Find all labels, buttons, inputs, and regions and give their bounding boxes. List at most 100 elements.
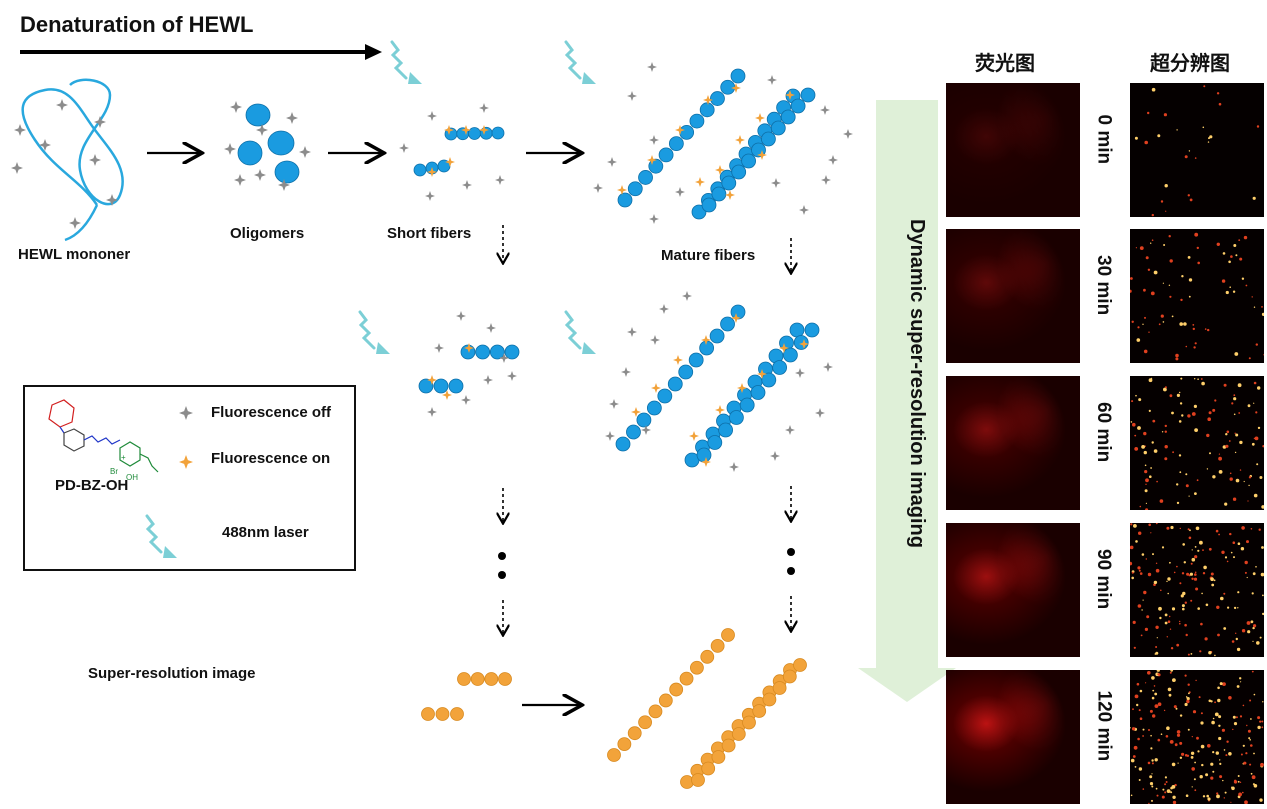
fluorescence-panel [946,376,1080,510]
sr-localization [1219,775,1223,779]
sr-localization [1180,298,1183,302]
sr-bead [710,639,725,653]
sr-localization [1247,729,1251,733]
sr-localization [1178,454,1182,457]
sr-localization [1236,685,1240,688]
sr-localization [1172,795,1176,799]
star-off-icon [828,155,838,165]
sr-localization [1194,573,1197,576]
fiber-bead [638,170,653,185]
star-off-icon [647,62,657,72]
star-on-icon [675,125,685,135]
fiber-bead [804,322,820,338]
laser-icon [564,310,582,350]
star-off-icon [94,116,106,128]
sr-localization [1207,417,1211,421]
oligomer [245,103,271,127]
sr-bead [690,660,704,675]
sr-localization [1213,579,1216,582]
sr-localization [1259,720,1262,723]
sr-localization [1185,473,1188,476]
sr-localization [1176,730,1181,734]
sr-localization [1239,781,1242,783]
sr-localization [1139,505,1142,508]
sr-localization [1212,751,1215,754]
sr-localization [1235,716,1238,719]
super-resolution-panel [1130,83,1264,217]
sr-localization [1256,641,1260,645]
sr-localization [1160,200,1164,203]
sr-localization [1210,776,1214,780]
sr-localization [1188,278,1193,282]
sr-localization [1262,701,1264,703]
sr-bead [711,750,726,764]
sr-localization [1245,752,1248,755]
sr-localization [1189,529,1191,532]
sr-localization [1156,668,1160,672]
sr-localization [1232,728,1234,731]
star-on-icon [715,165,725,175]
fiber-bead [720,79,736,95]
super-resolution-panel [1128,229,1266,363]
star-off-icon [627,91,637,101]
oligomer [267,130,295,156]
star-on-icon [647,155,657,165]
sr-localization [1233,413,1236,416]
header-fluorescence: 荧光图 [975,51,1035,75]
star-off-icon [56,99,68,111]
sr-localization [1194,571,1197,574]
sr-bead [498,672,512,686]
star-on-icon [631,407,641,417]
sr-localization [1225,754,1228,757]
sr-localization [1145,483,1147,485]
sr-localization [1195,587,1199,591]
sr-localization [1190,599,1193,602]
sr-localization [1200,744,1205,749]
sr-localization [1231,402,1234,405]
sr-localization [1132,620,1136,624]
sr-bead [484,672,499,686]
figure-title: Denaturation of HEWL [20,12,254,37]
star-off-icon [627,327,637,337]
legend-molecule [48,399,159,473]
sr-localization [1225,290,1229,295]
star-off-icon [483,375,493,385]
sr-localization [1164,783,1167,786]
fiber-bead [741,153,756,169]
sr-bead [721,628,735,642]
laser-arrowhead [408,72,422,84]
sr-localization [1237,780,1240,783]
fiber-bead [730,304,746,320]
sr-localization [1141,553,1145,556]
star-on-icon [442,390,452,400]
sr-localization [1252,196,1256,200]
sr-localization [1251,442,1255,446]
fiber-bead [783,347,798,363]
star-on-icon [673,355,683,365]
sr-localization [1223,797,1225,799]
sr-localization [1164,430,1167,433]
sr-localization [1253,381,1257,385]
star-off-icon [821,175,831,185]
sr-localization [1137,566,1141,570]
sr-bead [638,715,652,730]
sr-localization [1131,576,1134,580]
sr-localization [1164,791,1167,794]
sr-localization [1134,434,1137,437]
sr-localization [1191,549,1193,551]
sr-localization [1158,323,1161,326]
fiber-bead [701,197,717,213]
sr-bead [700,649,715,664]
sr-localization [1150,747,1153,750]
sr-localization [1130,277,1133,280]
sr-localization [1218,533,1220,536]
sr-localization [1194,342,1197,345]
star-on-icon [737,383,747,393]
sr-localization [1214,701,1216,704]
star-on-icon [785,90,795,100]
sr-localization [1130,523,1133,526]
sr-localization [1200,712,1203,715]
sr-localization [1255,566,1257,568]
sr-localization [1246,540,1249,544]
sr-localization [1183,561,1186,564]
